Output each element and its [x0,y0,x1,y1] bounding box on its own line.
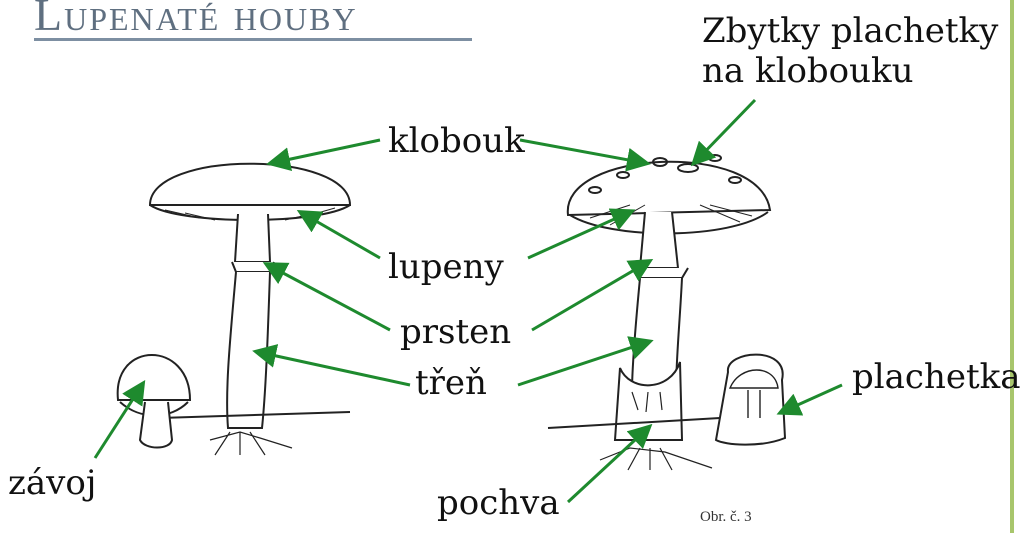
arrow-prsten-right [532,262,648,330]
arrow-pochva [568,428,648,502]
plachetka-veil [716,355,785,445]
label-tren: třeň [415,366,487,400]
arrow-lupeny-left [302,213,380,258]
right-cap [568,162,770,215]
right-roots [600,448,712,470]
arrow-tren-left [258,352,410,385]
left-cap [150,164,350,205]
arrow-klobouk-left [272,140,380,163]
left-stem-lower [227,272,270,428]
right-cap-spot-4 [709,155,721,161]
label-lupeny: lupeny [388,250,504,284]
arrow-klobouk-right [520,140,645,163]
left-mushroom [150,164,350,455]
label-prsten: prsten [400,315,511,349]
small-cap [118,355,190,400]
label-plachetka: plachetka [852,360,1021,394]
arrow-plachetka [782,385,842,412]
left-stem-upper [235,214,270,262]
left-roots [210,432,292,455]
left-ring [232,262,274,272]
label-klobouk: klobouk [388,124,525,158]
right-stem-upper [640,212,678,268]
right-ring [634,268,688,278]
small-stem [140,402,172,448]
label-zavoj: závoj [8,466,96,500]
small-mushroom [118,355,190,448]
label-pochva: pochva [437,486,560,520]
figure-caption: Obr. č. 3 [700,510,752,525]
arrow-prsten-left [268,265,390,330]
label-zbytky-plachetky: Zbytky plachetky na klobouku [702,12,998,92]
plachetka-drawing [716,355,785,445]
arrow-zbytky [695,100,755,162]
